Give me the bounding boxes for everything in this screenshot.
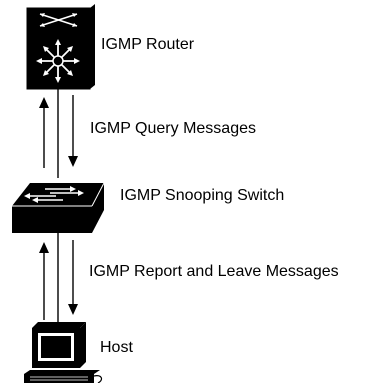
upstream-arrowhead-2 — [39, 242, 49, 253]
router-label: IGMP Router — [101, 36, 195, 53]
downstream-arrowhead — [68, 156, 78, 167]
query-messages-label: IGMP Query Messages — [90, 120, 256, 137]
switch-host-arrows — [39, 233, 78, 328]
upstream-arrowhead — [39, 97, 49, 108]
host-label: Host — [100, 339, 133, 356]
router-icon — [26, 4, 95, 90]
switch-icon — [12, 182, 105, 233]
router-switch-arrows — [39, 89, 78, 178]
host-icon — [24, 322, 103, 383]
report-leave-messages-label: IGMP Report and Leave Messages — [89, 263, 339, 280]
switch-label: IGMP Snooping Switch — [120, 187, 285, 204]
downstream-arrowhead-2 — [68, 304, 78, 315]
